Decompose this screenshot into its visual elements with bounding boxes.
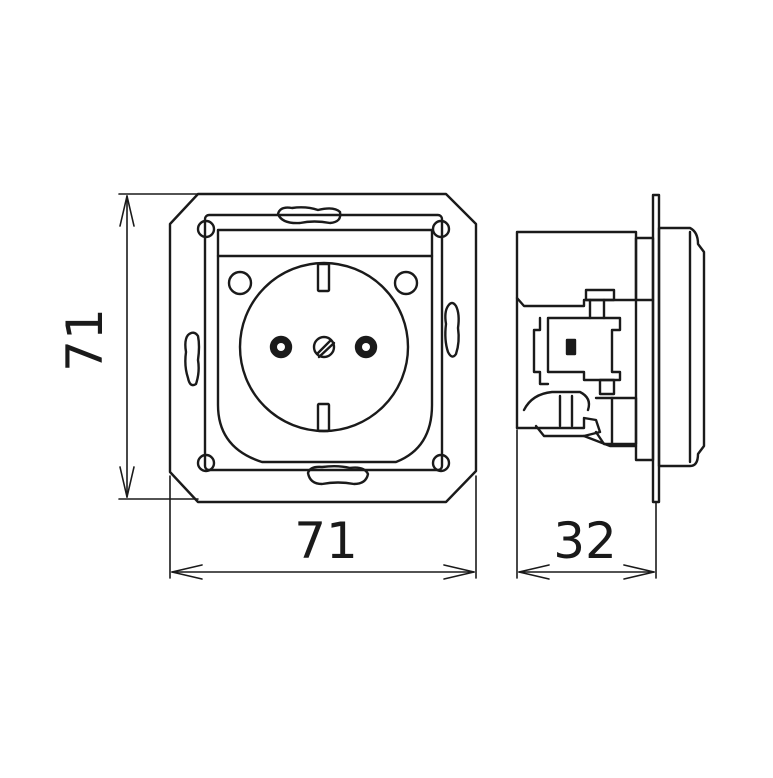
cover-rail-left [216, 254, 434, 464]
clamp-lug-right [444, 301, 460, 358]
dimension-width [169, 475, 477, 580]
frame-block [634, 236, 655, 462]
clamp-lug-left [184, 331, 201, 387]
terminal-block [546, 316, 622, 382]
mount-hole-right [393, 270, 419, 296]
dimension-depth-label: 32 [553, 512, 617, 570]
corner-hole-bl [196, 453, 216, 473]
front-view [168, 192, 478, 504]
cover-profile [657, 226, 706, 468]
wire-clamp [515, 416, 602, 438]
corner-hole-tl [196, 219, 216, 239]
dimension-height-label: 71 [56, 308, 114, 372]
clamp-lug-top [276, 206, 342, 225]
dimension-depth [516, 429, 657, 580]
terminal-window [565, 338, 577, 356]
corner-hole-br [431, 453, 451, 473]
mount-hole-left [227, 270, 253, 296]
body-housing [515, 230, 638, 308]
dimension-width-label: 71 [294, 512, 358, 570]
corner-hole-tr [431, 219, 451, 239]
frame-outline [168, 192, 478, 504]
earth-clip-top [316, 262, 331, 293]
earth-clip-bottom [316, 402, 331, 433]
dimension-height [118, 193, 199, 500]
side-view [515, 193, 706, 504]
inner-plate [203, 213, 444, 472]
cover-hinge [216, 228, 434, 258]
center-screw [312, 335, 336, 359]
clamp-lug-bottom [306, 465, 370, 486]
